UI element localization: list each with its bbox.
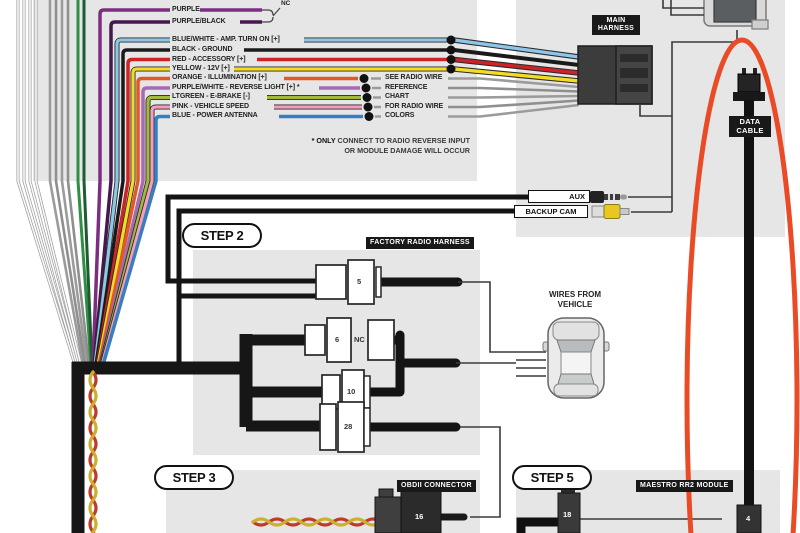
connector-nc-label: NC [354, 335, 365, 344]
connector-6-number: 6 [335, 335, 340, 344]
radio-note-line3: CHART [385, 93, 409, 100]
wire-label-red: RED - ACCESSORY [+] [172, 56, 246, 63]
aux-label-box: AUX [528, 190, 590, 203]
step2-pill: STEP 2 [182, 223, 262, 248]
radio-note-line2: REFERENCE [385, 84, 428, 91]
rr2-module-connectors [516, 487, 722, 533]
warning-bold: * ONLY [311, 136, 336, 145]
callout-lines [628, 0, 738, 213]
connector-28-number: 28 [344, 422, 353, 431]
warning-line2: OR MODULE DAMAGE WILL OCCUR [344, 146, 470, 155]
main-harness-connector [577, 45, 653, 105]
connector-5 [315, 259, 463, 305]
warning-line1: CONNECT TO RADIO REVERSE INPUT [335, 136, 470, 145]
maestro-rr2-module-tag: MAESTRO RR2 MODULE [636, 480, 733, 493]
connector-6-10-28 [304, 317, 461, 453]
radio-module-icon [703, 0, 769, 30]
connector-5-number: 5 [357, 277, 362, 286]
wire-row-segments [200, 7, 580, 121]
nc-note: NC [281, 0, 291, 7]
connector-18-number: 18 [563, 510, 572, 519]
wire-label-pink: PINK - VEHICLE SPEED [172, 103, 249, 110]
wire-label-orange: ORANGE - ILLUMINATION [+] [172, 74, 267, 81]
aux-backup-wires [165, 194, 530, 363]
step3-pill: STEP 3 [154, 465, 234, 490]
wires-from-line1: WIRES FROM [549, 290, 601, 299]
radio-note-line5: COLORS [385, 112, 415, 119]
obdii-connector-tag: OBDII CONNECTOR [397, 480, 476, 493]
red-highlight-ellipse [684, 37, 800, 533]
data-cable [733, 68, 765, 533]
wire-label-blue: BLUE - POWER ANTENNA [172, 112, 258, 119]
backup-cam-label-box: BACKUP CAM [514, 205, 588, 218]
harness-trunk [71, 334, 324, 533]
obdii-connector-16 [374, 488, 468, 533]
reverse-input-warning: * ONLY CONNECT TO RADIO REVERSE INPUT OR… [280, 136, 470, 156]
main-harness-tag: MAIN HARNESS [592, 15, 640, 36]
twisted-pair-horizontal [251, 517, 383, 527]
wire-bundle [16, 0, 170, 366]
aux-jack-icon [590, 191, 627, 203]
radio-note-line4: FOR RADIO WIRE [385, 103, 444, 110]
connector-16-number: 16 [415, 512, 424, 521]
factory-radio-harness-tag: FACTORY RADIO HARNESS [366, 237, 474, 250]
wires-from-line2: VEHICLE [557, 300, 593, 309]
wire-label-purple: PURPLE [172, 6, 200, 13]
wire-label-bluewhite: BLUE/WHITE - AMP. TURN ON [+] [172, 36, 280, 43]
vehicle-leads [456, 281, 546, 518]
wire-label-yellow: YELLOW - 12V [+] [172, 65, 230, 72]
wire-label-purple-black: PURPLE/BLACK [172, 18, 226, 25]
wire-legend-panel [33, 0, 477, 181]
car-icon [542, 317, 610, 399]
data-cable-tag: DATA CABLE [729, 116, 771, 138]
connector-10-number: 10 [347, 387, 356, 396]
step5-pill: STEP 5 [512, 465, 592, 490]
twisted-pair-vertical [88, 370, 98, 533]
wires-from-vehicle-note: WIRES FROM VEHICLE [538, 290, 612, 310]
wire-label-black: BLACK - GROUND [172, 46, 233, 53]
wire-label-ltgreen: LTGREEN - E-BRAKE [-] [172, 93, 250, 100]
backup-cam-rca-icon [591, 204, 630, 219]
connector-4-number: 4 [746, 514, 751, 523]
wire-label-purplewhite: PURPLE/WHITE - REVERSE LIGHT [+] * [172, 84, 300, 91]
radio-note-line1: SEE RADIO WIRE [385, 74, 443, 81]
